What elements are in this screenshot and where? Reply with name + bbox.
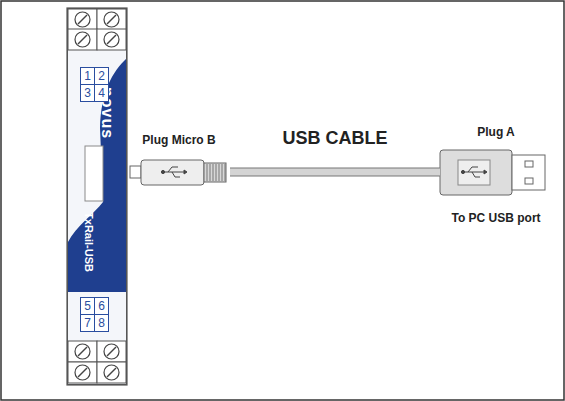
- terminal-number-box: 6: [94, 297, 109, 315]
- terminal-number-box: 1: [80, 67, 95, 85]
- screw-slot: [107, 347, 116, 356]
- strain-relief-rib: [207, 164, 208, 181]
- usb-port: [85, 146, 103, 201]
- terminal-number: 4: [95, 85, 108, 101]
- terminal-cell: [97, 341, 126, 362]
- cable-label: USB CABLE: [280, 128, 389, 149]
- screw-slot: [107, 35, 116, 44]
- model-name: TxRail-USB: [83, 212, 95, 272]
- cable-outline: [230, 168, 440, 177]
- terminal-cell: [97, 362, 126, 383]
- terminal-number-box: 5: [80, 297, 95, 315]
- terminal-number: 5: [81, 298, 94, 314]
- micro-b-plug: [130, 160, 226, 185]
- terminal-cell: [68, 29, 97, 50]
- terminal-cell: [97, 9, 126, 30]
- plug-label-group: Plug A To PC USB port: [440, 125, 552, 225]
- screw-slot: [78, 368, 87, 377]
- plug-name: Plug Micro B: [128, 133, 230, 147]
- screw-slot: [78, 35, 87, 44]
- strain-relief-rib: [219, 164, 220, 181]
- terminal-number-box: 7: [80, 314, 95, 332]
- screw-terminals: [68, 9, 126, 383]
- screw: [104, 12, 119, 27]
- plug-name: Plug A: [440, 125, 552, 139]
- terminal-cell: [68, 9, 97, 30]
- screw: [75, 344, 90, 359]
- device-module: novusTxRail-USB12345678: [67, 8, 127, 385]
- terminal-cell: [97, 29, 126, 50]
- terminal-number: 1: [81, 68, 94, 84]
- screw: [104, 32, 119, 47]
- terminal-number-box: 2: [94, 67, 109, 85]
- terminal-number: 2: [95, 68, 108, 84]
- screw: [75, 12, 90, 27]
- terminal-number: 6: [95, 298, 108, 314]
- terminal-number-box: 3: [80, 84, 95, 102]
- usb-a-plug: [440, 150, 545, 195]
- cable-fill: [230, 169, 440, 176]
- usb-cable: [230, 172, 440, 173]
- terminal-number-box: 8: [94, 314, 109, 332]
- screw-slot: [107, 368, 116, 377]
- screw: [104, 365, 119, 380]
- screw: [104, 344, 119, 359]
- terminal-cell: [68, 362, 97, 383]
- terminal-number: 7: [81, 315, 94, 331]
- screw: [75, 365, 90, 380]
- terminal-number: 8: [95, 315, 108, 331]
- screw-slot: [78, 15, 87, 24]
- screw-slot: [107, 15, 116, 24]
- strain-relief-rib: [216, 164, 217, 181]
- strain-relief-rib: [210, 164, 211, 181]
- strain-relief-rib: [213, 164, 214, 181]
- strain-relief-rib: [222, 164, 223, 181]
- blue-swoosh: [68, 58, 127, 292]
- terminal-number: 3: [81, 85, 94, 101]
- strain-relief-rib: [225, 164, 226, 181]
- terminal-number-box: 4: [94, 84, 109, 102]
- plug-label-group: Plug Micro B: [128, 133, 230, 190]
- screw-slot: [78, 347, 87, 356]
- plug-note: To PC USB port: [440, 211, 552, 225]
- terminal-cell: [68, 341, 97, 362]
- device-housing: [67, 8, 127, 385]
- screw: [75, 32, 90, 47]
